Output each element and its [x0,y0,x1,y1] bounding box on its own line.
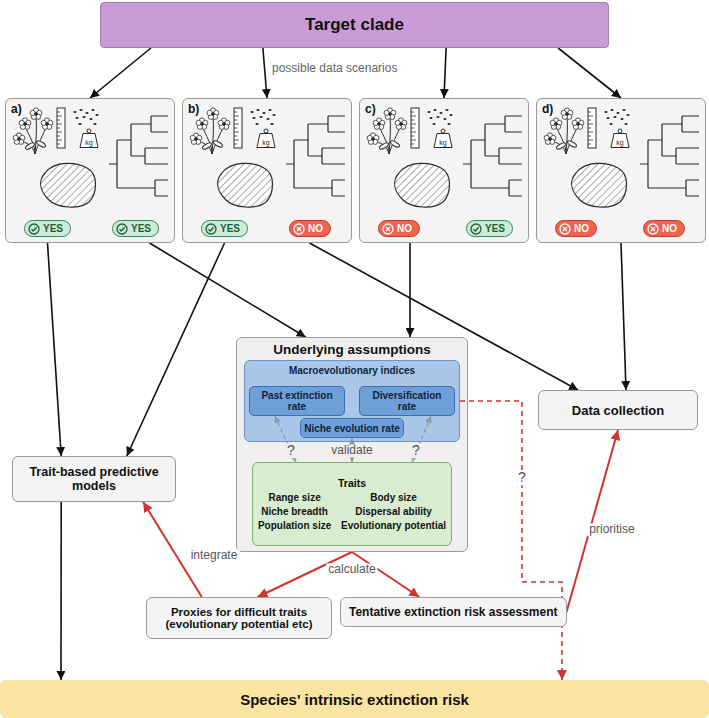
clade-banner: Target clade [100,2,609,48]
status-badge: NO [289,220,331,237]
node-label: Diversification rate [362,390,452,412]
badge-label: NO [397,223,412,234]
badge-label: NO [574,223,589,234]
status-badge: YES [112,220,159,237]
node-label: Target clade [305,15,404,35]
index-box: Diversification rate [359,386,455,416]
connector-arrow [275,416,296,462]
edge-label: validate [329,444,374,457]
node-label: Trait-based predictive models [21,465,167,493]
connector-arrow [409,243,411,337]
scenario-box: b) YES NO [182,98,352,243]
badge-label: NO [662,223,677,234]
edge-label: calculate [326,563,377,576]
edge-label: ? [285,443,297,458]
status-badge: NO [555,220,597,237]
edge-label: prioritise [587,523,636,536]
status-badge: YES [24,220,71,237]
node-label: Past extinction rate [252,390,342,412]
weight-unit: kg [616,139,623,146]
connector-arrow [127,243,225,456]
scenario-illustration [182,98,352,243]
badge-label: YES [220,223,240,234]
process-box: Trait-based predictive models [12,456,176,502]
scenario-box: a) YES YES [5,98,175,243]
trait-item: Body size [370,492,417,503]
connector-arrow [621,243,626,390]
status-icon [28,223,40,235]
connector-arrow [150,243,306,337]
annotation: possible data scenarios [272,62,397,74]
badge-label: YES [43,223,63,234]
weight-unit: kg [262,139,269,146]
status-icon [470,223,482,235]
scenario-letter: c) [365,102,376,116]
scenario-box: d) NO NO [536,98,706,243]
edge-label: ? [516,470,528,485]
node-label: Species' intrinsic extinction risk [240,691,469,708]
node-label: Underlying assumptions [273,342,431,357]
scenario-letter: b) [188,102,199,116]
status-icon [205,223,217,235]
node-label: Tentative extinction risk assessment [349,605,558,619]
weight-unit: kg [85,139,92,146]
node-label: Proxies for difficult traits (evolutiona… [155,606,323,630]
connector-arrow [48,243,62,456]
traits-panel: TraitsRange size Body sizeNiche breadth Di… [252,462,452,546]
scenario-letter: d) [542,102,553,116]
index-box: Past extinction rate [249,386,345,416]
scenario-letter: a) [11,102,22,116]
edge-label: integrate [189,549,240,562]
process-box: Proxies for difficult traits (evolutiona… [146,597,332,639]
connector-arrow [444,48,446,98]
connector-arrow [558,48,621,98]
connector-layer [237,338,247,348]
scenario-illustration [5,98,175,243]
status-icon [293,223,305,235]
connector-arrow [90,48,151,98]
connector-arrow [263,48,267,98]
badge-label: YES [131,223,151,234]
status-badge: NO [643,220,685,237]
status-icon [647,223,659,235]
node-label: Traits [338,477,366,489]
trait-item: Niche breadth [261,506,328,517]
node-label: Macroevolutionary indices [289,365,415,376]
weight-unit: kg [439,139,446,146]
status-badge: YES [466,220,513,237]
badge-label: YES [485,223,505,234]
status-badge: NO [378,220,420,237]
scenario-illustration [359,98,529,243]
process-box: Tentative extinction risk assessment [340,597,567,627]
trait-item: Evolutionary potential [341,520,446,531]
badge-label: NO [308,223,323,234]
scenario-illustration [536,98,706,243]
status-icon [559,223,571,235]
status-badge: YES [201,220,248,237]
status-icon [116,223,128,235]
node-label: Data collection [572,403,664,418]
node-label: Niche evolution rate [304,423,400,434]
status-icon [382,223,394,235]
trait-item: Dispersal ability [355,506,432,517]
connector-arrow [567,430,618,612]
process-box: Data collection [538,390,698,430]
index-box: Niche evolution rate [300,418,404,438]
edge-label: ? [410,443,422,458]
connector-arrow [460,401,562,680]
scenario-box: c) NO YES [359,98,529,243]
outcome-band: Species' intrinsic extinction risk [0,680,709,718]
trait-item: Population size [258,520,331,531]
connector-arrow [60,502,62,680]
indices-panel: Macroevolutionary indicesPast extinction… [244,360,460,442]
trait-item: Range size [268,492,320,503]
